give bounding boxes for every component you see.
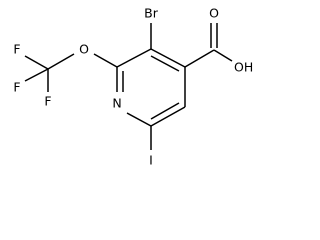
bond-cf3-f1 [24,55,49,70]
bond-o-cf3 [47,53,75,70]
bond-c5-c6 [150,106,186,127]
atom-label-fluorine-3: F [44,94,51,109]
atom-label-carbonyl-oxygen: O [209,6,219,21]
double-bond-c3-c4-inner [150,55,180,72]
bond-cooh-oh [213,49,233,62]
atom-label-fluorine-1: F [13,42,20,57]
chemical-structure-diagram: Br N O F F F O OH I [13,6,253,168]
atom-label-nitrogen: N [112,96,121,111]
bond-c4-cooh [184,49,215,68]
atom-label-fluorine-2: F [13,80,20,95]
atom-label-hydroxyl: OH [234,60,253,75]
atom-label-bromine: Br [144,6,159,21]
pyridine-ring [116,48,186,127]
atom-label-ether-oxygen: O [79,42,89,57]
bond-c2-o [93,53,118,68]
bond-c6-n [126,112,152,127]
bond-c3-c4 [150,48,186,68]
atom-label-iodine: I [149,153,153,168]
bond-cf3-f2 [24,68,49,82]
bond-c2-c3 [116,48,152,68]
double-bond-c5-c6-inner [150,102,180,120]
